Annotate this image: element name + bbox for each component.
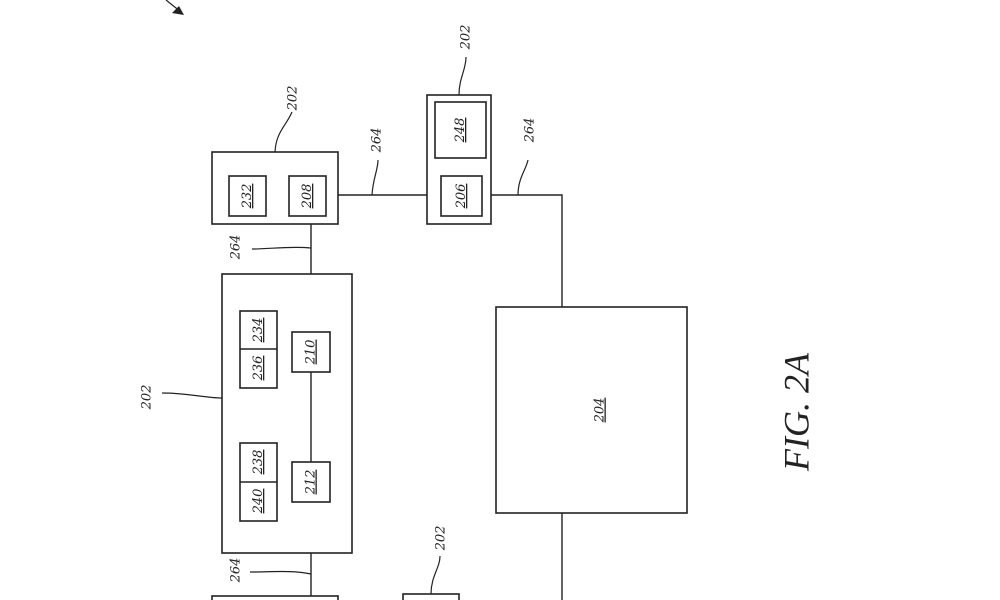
block-232 <box>228 175 267 217</box>
unit-202-middle: 234 236 210 238 240 212 <box>221 273 353 554</box>
ref-202-d: 202 <box>434 526 449 552</box>
ref-264-c: 264 <box>229 235 312 261</box>
label-210: 210 <box>304 340 319 366</box>
wire-206-204 <box>482 194 563 307</box>
ref-202-top-right: 202 <box>458 25 474 96</box>
ref-202-a: 202 <box>286 86 301 112</box>
ref-202-bottom: 202 <box>430 526 449 595</box>
ref-264-bottom: 264 <box>229 558 244 584</box>
label-208: 208 <box>300 184 315 210</box>
unit-202-bottom-right-partial <box>402 593 460 600</box>
ref-202-top-left: 202 <box>274 86 301 153</box>
ref-202-c: 202 <box>140 385 155 411</box>
ref-264-a: 264 <box>370 128 385 196</box>
ref-264-b: 264 <box>517 118 538 196</box>
block-206 <box>440 175 483 217</box>
block-208 <box>288 175 327 217</box>
unit-204: 204 <box>495 306 688 514</box>
figure-caption: FIG. 2A <box>776 352 816 472</box>
label-248: 248 <box>453 118 468 144</box>
pointer-arrow-icon <box>165 0 184 15</box>
ref-264-left: 264 <box>229 235 244 261</box>
label-240: 240 <box>251 489 266 515</box>
label-206: 206 <box>454 184 469 210</box>
block-212 <box>291 461 331 503</box>
label-232: 232 <box>240 184 255 210</box>
label-238: 238 <box>251 450 266 476</box>
ref-202-middle: 202 <box>140 385 223 411</box>
unit-202-bottom-left-partial <box>211 595 339 600</box>
ref-264-d: 264 <box>229 558 312 584</box>
unit-202-top: 232 208 <box>211 151 339 225</box>
block-248 <box>434 101 487 159</box>
unit-202-right: 248 206 <box>426 94 492 225</box>
ref-264-right: 264 <box>523 118 538 144</box>
label-236: 236 <box>251 356 266 382</box>
block-204 <box>495 306 688 514</box>
label-212: 212 <box>304 470 319 496</box>
label-234: 234 <box>251 318 266 344</box>
ref-202-b: 202 <box>459 25 474 51</box>
ref-264-top: 264 <box>370 128 385 154</box>
label-204: 204 <box>593 398 608 424</box>
